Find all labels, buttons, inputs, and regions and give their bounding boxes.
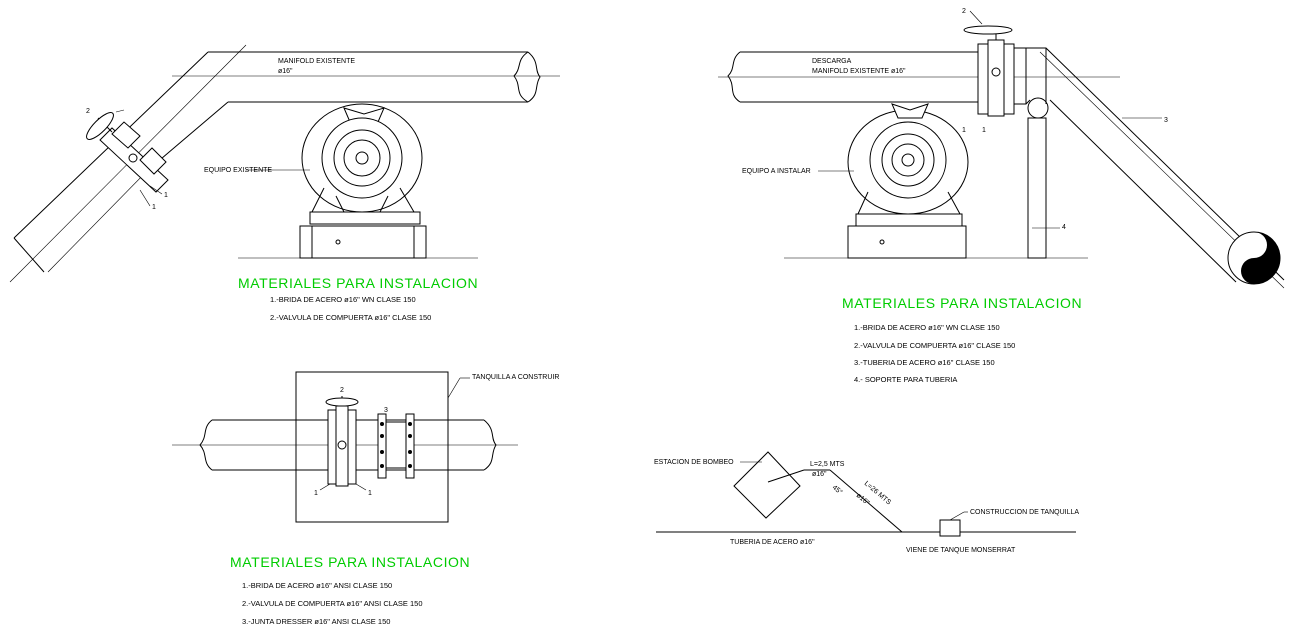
material-item-1: 1.-BRIDA DE ACERO ø16" ANSI CLASE 150 — [242, 581, 392, 590]
pipe-label: MANIFOLD EXISTENTE — [278, 58, 355, 65]
pipe-diameter: ø16" — [278, 68, 293, 75]
bottom-left-gate-valve — [325, 396, 359, 487]
callout-3: 3 — [1164, 117, 1168, 124]
callout-1b: 1 — [152, 204, 156, 211]
materials-heading: MATERIALES PARA INSTALACION — [238, 275, 478, 291]
segment-1-diameter: ø16" — [812, 471, 827, 478]
top-right-detail: 2 1 1 4 3 — [718, 8, 1285, 384]
callout-1: 1 — [164, 192, 168, 199]
tank-label: CONSTRUCCION DE TANQUILLA — [970, 509, 1079, 516]
callout-3: 3 — [384, 407, 388, 414]
top-left-detail: 2 1 1 MANIFOLD EXISTENTE ø16" EQUIPO EXI… — [9, 44, 560, 322]
material-item-3: 3.-JUNTA DRESSER ø16" ANSI CLASE 150 — [242, 617, 390, 626]
bottom-left-detail: TANQUILLA A CONSTRUIR — [172, 371, 559, 626]
equipment-label: EQUIPO A INSTALAR — [742, 168, 811, 175]
material-item-3: 3.-TUBERIA DE ACERO ø16" CLASE 150 — [854, 358, 995, 367]
callout-1b: 1 — [368, 490, 372, 497]
callout-4: 4 — [1062, 224, 1066, 231]
callout-2: 2 — [340, 387, 344, 394]
pipe-label-2: MANIFOLD EXISTENTE ø16" — [812, 68, 906, 75]
top-left-pump — [299, 103, 427, 259]
materials-heading: MATERIALES PARA INSTALACION — [230, 554, 470, 570]
material-item-1: 1.-BRIDA DE ACERO ø16" WN CLASE 150 — [854, 323, 1000, 332]
materials-heading: MATERIALES PARA INSTALACION — [842, 295, 1082, 311]
equipment-label: EQUIPO EXISTENTE — [204, 167, 272, 174]
material-item-2: 2.-VALVULA DE COMPUERTA ø16" CLASE 150 — [270, 313, 431, 322]
station-label: ESTACION DE BOMBEO — [654, 459, 734, 466]
main-pipe-label: TUBERIA DE ACERO ø16" — [730, 539, 815, 546]
bottom-right-route: ESTACION DE BOMBEO L=2,5 MTS ø16" 45° ø1… — [654, 451, 1079, 554]
material-item-4: 4.- SOPORTE PARA TUBERIA — [854, 375, 957, 384]
segment-2-diameter: ø16" — [855, 492, 871, 507]
pipe-end-section — [1227, 231, 1281, 285]
material-item-1: 1.-BRIDA DE ACERO ø16" WN CLASE 150 — [270, 295, 416, 304]
callout-2: 2 — [962, 8, 966, 15]
dresser-joint — [377, 413, 415, 479]
pipe-label-1: DESCARGA — [812, 58, 852, 65]
material-item-2: 2.-VALVULA DE COMPUERTA ø16" ANSI CLASE … — [242, 599, 423, 608]
top-right-pump — [847, 103, 969, 259]
source-label: VIENE DE TANQUE MONSERRAT — [906, 547, 1016, 554]
segment-1-length: L=2,5 MTS — [810, 461, 845, 468]
box-label: TANQUILLA A CONSTRUIR — [472, 374, 559, 381]
top-left-gate-valve — [86, 109, 169, 193]
callout-1: 1 — [962, 127, 966, 134]
angle-label: 45° — [831, 483, 844, 496]
callout-1b: 1 — [982, 127, 986, 134]
callout-1: 1 — [314, 490, 318, 497]
material-item-2: 2.-VALVULA DE COMPUERTA ø16" CLASE 150 — [854, 341, 1015, 350]
callout-2: 2 — [86, 108, 90, 115]
top-right-gate-valve — [963, 25, 1015, 117]
